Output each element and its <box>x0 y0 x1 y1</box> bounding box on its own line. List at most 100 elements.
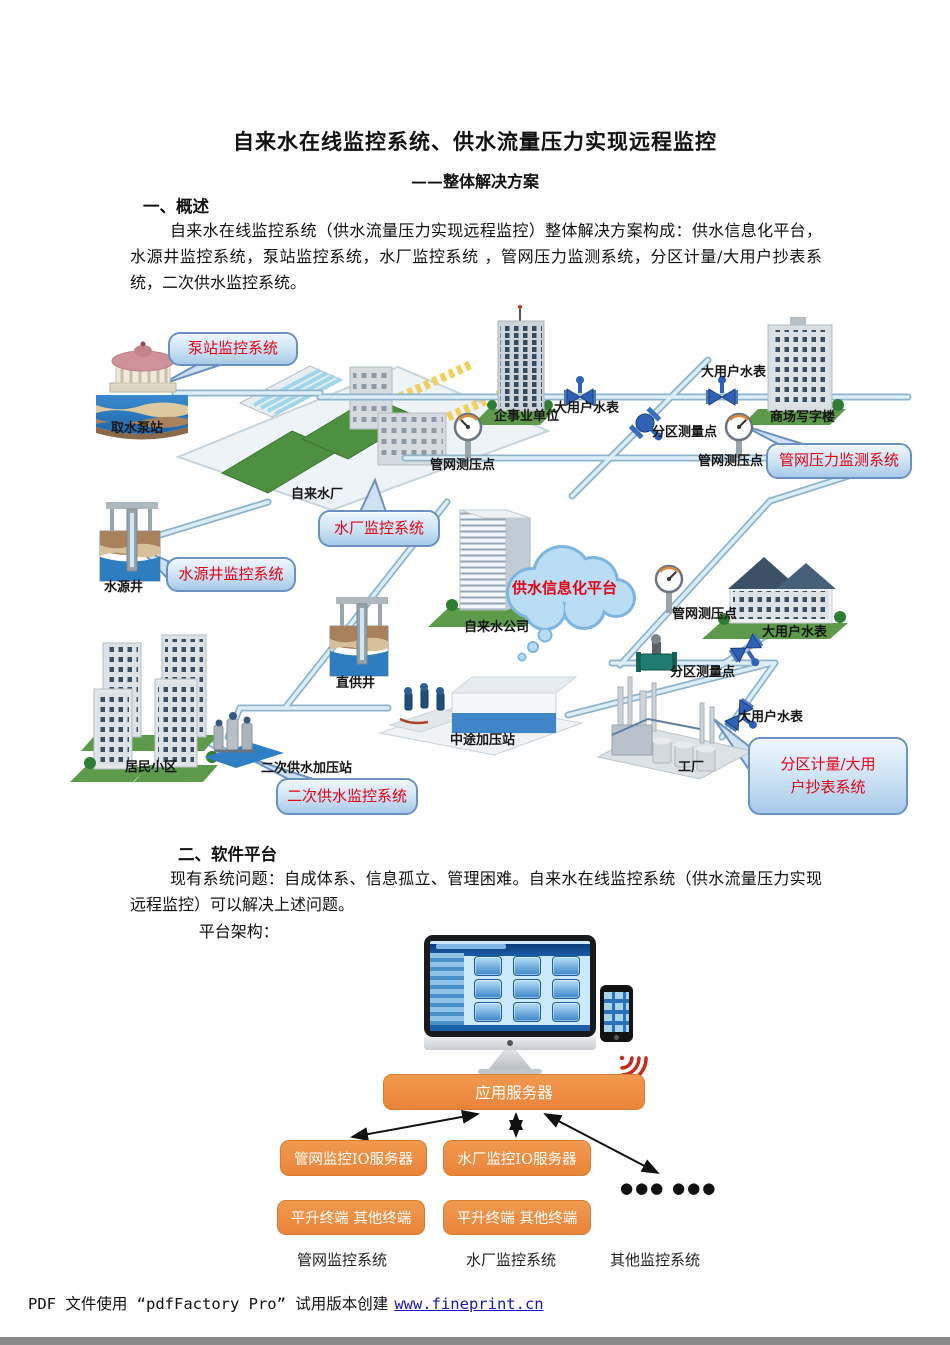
pipe-io-server-box: 管网监控IO服务器 <box>280 1140 427 1176</box>
label-zone-a: 分区测量点 <box>652 425 718 440</box>
callout-secondary-text: 二次供水监控系统 <box>286 786 407 805</box>
callout-plant-text: 水厂监控系统 <box>333 518 424 537</box>
app-icon <box>473 978 502 999</box>
label-midway-station: 中途加压站 <box>450 733 516 748</box>
water-plant <box>175 360 551 512</box>
app-icon <box>473 1001 502 1022</box>
pressure-gauge-a <box>453 412 483 458</box>
zone-meter-a <box>628 406 663 441</box>
app-icon <box>473 956 502 977</box>
ellipsis-other-servers: ●●● ●●● <box>620 1179 718 1197</box>
architecture-diagram: 应用服务器 管网监控IO服务器 水厂监控IO服务器 ●●● ●●● 平升终端 其… <box>0 930 950 1278</box>
callout-pump-monitoring: 泵站监控系统 <box>168 332 298 366</box>
source-well <box>99 502 161 582</box>
callout-well-text: 水源井监控系统 <box>178 564 284 583</box>
page-title: 自来水在线监控系统、供水流量压力实现远程监控 <box>233 129 717 154</box>
water-company-building <box>428 509 545 627</box>
imac-monitor <box>424 935 596 1037</box>
titlebar-text-strip <box>436 944 506 949</box>
label-other-system: 其他监控系统 <box>610 1251 701 1269</box>
label-pressure-b: 管网测压点 <box>698 454 764 469</box>
zone-meter-b <box>636 634 677 672</box>
callout-pipe-pressure-monitoring: 管网压力监测系统 <box>766 443 912 479</box>
direct-supply-well <box>329 597 389 677</box>
callout-pipe-pressure-text: 管网压力监测系统 <box>778 451 899 470</box>
screen-titlebar <box>430 944 590 956</box>
cloud-shape <box>506 545 636 662</box>
label-meter-a: 大用户水表 <box>554 401 620 416</box>
label-intake-pump: 取水泵站 <box>111 421 164 436</box>
screen-sidebar-menu <box>430 953 464 1025</box>
phone-screen <box>604 992 629 1032</box>
app-icon <box>512 956 541 977</box>
callout-well-monitoring: 水源井监控系统 <box>166 557 296 592</box>
meter-valve-b <box>706 376 738 406</box>
meter-valve-a <box>564 376 596 406</box>
label-residential: 居民小区 <box>125 760 178 775</box>
label-plant-system: 水厂监控系统 <box>466 1251 557 1269</box>
section1-body: 自来水在线监控系统（供水流量压力实现远程监控）整体解决方案构成：供水信息化平台，… <box>130 221 822 292</box>
label-meter-d: 大用户水表 <box>738 710 804 725</box>
callout-secondary-monitoring: 二次供水监控系统 <box>276 778 418 815</box>
footer-text: PDF 文件使用 “pdfFactory Pro” 试用版本创建 <box>28 1295 389 1313</box>
app-icon <box>552 1001 581 1022</box>
pdf-footer: PDF 文件使用 “pdfFactory Pro” 试用版本创建 www.fine… <box>28 1292 544 1314</box>
window-bottom-edge <box>0 1337 950 1345</box>
pressure-gauge-c <box>654 564 684 613</box>
label-pipe-system: 管网监控系统 <box>297 1251 388 1269</box>
callout-metering-line2: 户抄表系统 <box>790 778 866 796</box>
label-enterprise: 企事业单位 <box>494 409 560 424</box>
label-meter-c: 大用户水表 <box>762 625 828 640</box>
plant-terminal-box: 平升终端 其他终端 <box>443 1200 591 1235</box>
software-screen <box>430 941 590 1031</box>
app-icon <box>552 978 581 999</box>
callout-plant-monitoring: 水厂监控系统 <box>318 510 440 547</box>
section1-heading: 一、概述 <box>143 197 209 216</box>
page-subtitle: ——整体解决方案 <box>410 172 539 191</box>
label-zone-b: 分区测量点 <box>670 665 736 680</box>
residential-buildings <box>70 634 218 782</box>
label-secondary-station: 二次供水加压站 <box>261 761 353 776</box>
cloud-platform-label: 供水信息化平台 <box>512 579 618 597</box>
enterprise-building <box>472 305 556 425</box>
callout-metering-line1: 分区计量/大用 <box>780 754 876 773</box>
label-direct-well: 直供井 <box>336 676 376 691</box>
app-icon <box>512 978 541 999</box>
large-user-building <box>702 557 848 639</box>
imac-base <box>478 1069 542 1074</box>
label-pressure-a: 管网测压点 <box>430 458 496 473</box>
label-source-well: 水源井 <box>104 580 144 595</box>
mobile-phone <box>600 985 633 1042</box>
label-meter-b: 大用户水表 <box>701 365 767 380</box>
midway-station <box>378 676 584 756</box>
app-icon <box>552 956 581 977</box>
meter-valve-c <box>728 633 764 667</box>
screen-icon-grid <box>464 953 590 1025</box>
screen-statusbar <box>430 1025 590 1031</box>
label-water-company: 自来水公司 <box>464 620 530 635</box>
secondary-supply-station <box>204 712 284 768</box>
pressure-gauge-b <box>724 412 754 458</box>
platform-architecture-label: 平台架构： <box>198 922 279 941</box>
section2-heading: 二、软件平台 <box>178 845 277 864</box>
diagram-illustration <box>70 305 912 782</box>
callout-metering-system: 分区计量/大用 户抄表系统 <box>748 737 908 815</box>
phone-home-button <box>614 1035 619 1040</box>
water-system-diagram: 取水泵站 自来水厂 企事业单位 大用户水表 分区测量点 大用户水表 商场写字楼 … <box>0 305 950 835</box>
imac-chin <box>424 1037 596 1050</box>
mall-building <box>742 317 846 425</box>
section2-body: 现有系统问题：自成体系、信息孤立、管理困难。自来水在线监控系统（供水流量压力实现… <box>130 869 822 914</box>
label-mall: 商场写字楼 <box>770 410 836 425</box>
footer-link[interactable]: www.fineprint.cn <box>394 1295 544 1313</box>
label-pressure-c: 管网测压点 <box>672 607 738 622</box>
callout-pump-text: 泵站监控系统 <box>187 339 278 358</box>
app-icon <box>512 1001 541 1022</box>
intake-pump-station <box>96 341 188 440</box>
plant-io-server-box: 水厂监控IO服务器 <box>443 1140 591 1176</box>
pipe-terminal-box: 平升终端 其他终端 <box>277 1200 425 1235</box>
label-water-plant: 自来水厂 <box>291 487 344 502</box>
label-factory: 工厂 <box>678 760 705 775</box>
meter-valve-d <box>723 697 757 733</box>
app-server-box: 应用服务器 <box>383 1074 645 1110</box>
